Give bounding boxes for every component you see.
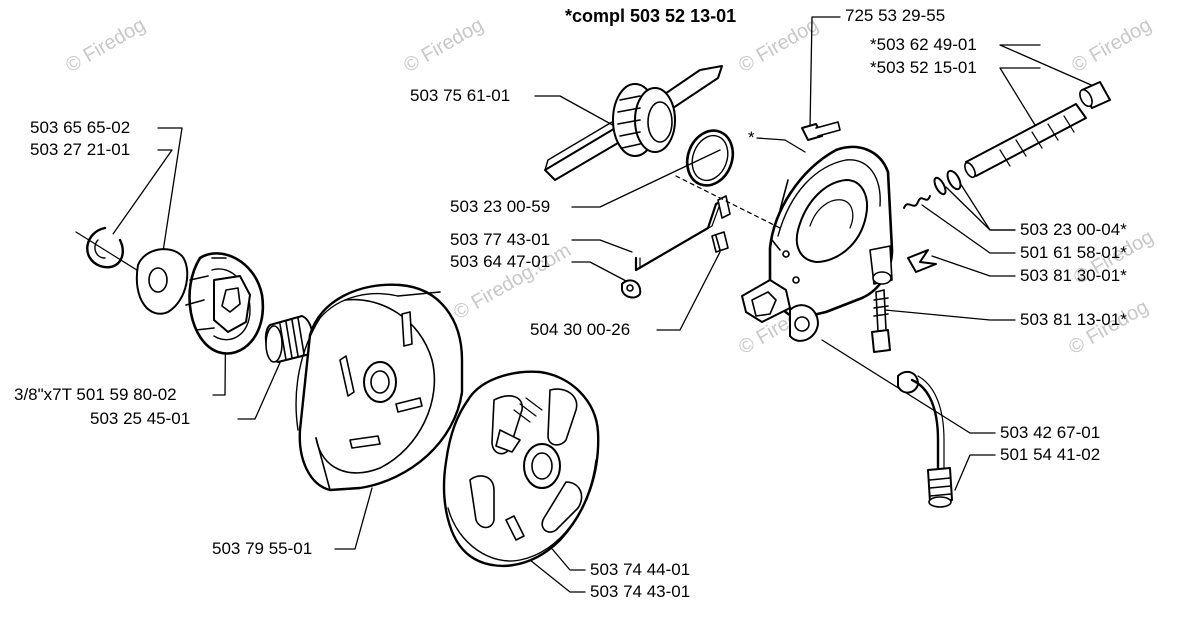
part-label-503-42-67-01: 503 42 67-01	[1000, 423, 1101, 442]
washer	[135, 248, 189, 315]
rim-sprocket	[185, 252, 265, 355]
o-ring	[685, 129, 735, 187]
part-label-503-74-43-01: 503 74 43-01	[590, 582, 691, 601]
part-label-501-61-58-01: 501 61 58-01*	[1020, 243, 1127, 262]
part-label-503-23-00-59: 503 23 00-59	[450, 197, 551, 216]
part-label-503-25-45-01: 503 25 45-01	[90, 409, 191, 428]
clutch-drum	[295, 283, 464, 492]
oil-hose	[897, 370, 945, 472]
spring-and-washers	[903, 169, 962, 209]
part-label-501-54-41-02: 501 54 41-02	[1000, 445, 1101, 464]
part-label-503-74-44-01: 503 74 44-01	[590, 560, 691, 579]
fitting	[711, 231, 729, 253]
part-label-503-81-30-01: 503 81 30-01*	[1020, 266, 1127, 285]
part-label-504-30-00-26: 504 30 00-26	[530, 320, 631, 339]
part-label-503-65-65-02: 503 65 65-02	[30, 118, 131, 137]
assembly-title: *compl 503 52 13-01	[565, 6, 737, 26]
circlip	[75, 226, 141, 273]
adjuster-screw	[871, 289, 891, 353]
part-label-503-81-13-01: 503 81 13-01*	[1020, 310, 1127, 329]
pin	[907, 249, 937, 273]
part-label-503-52-15-01: *503 52 15-01	[870, 58, 977, 77]
part-label-503-75-61-01: 503 75 61-01	[410, 86, 511, 105]
assembly-star-marker: *	[748, 128, 755, 147]
part-label-503-79-55-01: 503 79 55-01	[212, 539, 313, 558]
needle-bearing	[264, 315, 314, 363]
part-label-503-62-49-01: *503 62 49-01	[870, 35, 977, 54]
oil-strainer	[927, 467, 953, 508]
clutch-assembly	[442, 370, 600, 568]
oil-line	[634, 195, 731, 272]
screw	[801, 121, 841, 141]
coil-spring	[544, 65, 723, 181]
part-label-503-77-43-01: 503 77 43-01	[450, 230, 551, 249]
bushing	[1079, 81, 1111, 109]
part-label-503-27-21-01: 503 27 21-01	[30, 140, 131, 159]
nipple	[621, 279, 642, 299]
part-label-725-53-29-55: 725 53 29-55	[845, 6, 946, 25]
part-label-503-64-47-01: 503 64 47-01	[450, 252, 551, 271]
oil-pump-housing	[741, 145, 894, 342]
part-label-503-23-00-04: 503 23 00-04*	[1020, 220, 1127, 239]
pump-shaft	[964, 103, 1087, 179]
part-label-501-59-80-02: 3/8"x7T 501 59 80-02	[14, 385, 177, 404]
